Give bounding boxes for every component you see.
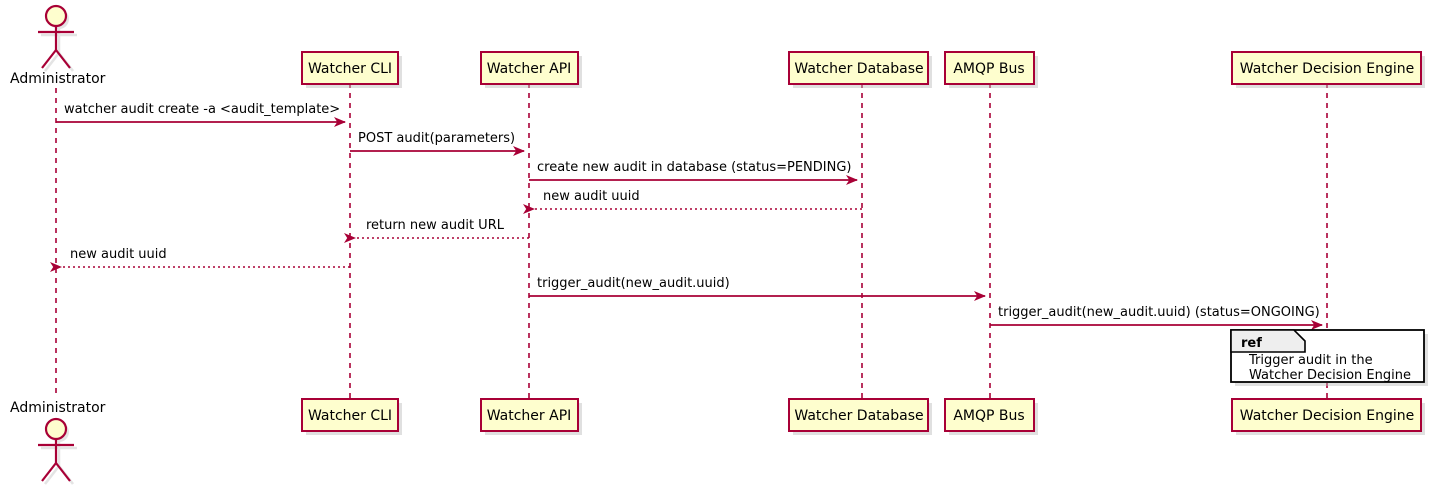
message-8-label: trigger_audit(new_audit.uuid) (status=ON… xyxy=(998,305,1320,320)
message-2-label: POST audit(parameters) xyxy=(358,131,515,146)
message-4-new-audit-uuid[interactable]: new audit uuid xyxy=(523,189,862,214)
ref-fragment[interactable]: ref Trigger audit in the Watcher Decisio… xyxy=(1230,329,1428,386)
actor-head-bottom xyxy=(44,417,68,441)
participant-box-watcher-database-top[interactable]: Watcher Database xyxy=(788,51,932,88)
participant-label-watcher-api-top: Watcher API xyxy=(487,61,572,77)
participant-label-watcher-database-top: Watcher Database xyxy=(794,61,923,77)
ref-tab-pentagon xyxy=(1230,329,1306,353)
actor-leg-left-bottom xyxy=(41,462,57,482)
message-6-new-audit-uuid[interactable]: new audit uuid xyxy=(50,247,350,272)
participant-box-watcher-cli-bottom[interactable]: Watcher CLI xyxy=(301,398,402,435)
participant-label-watcher-decision-engine-top: Watcher Decision Engine xyxy=(1240,61,1414,77)
message-6-label: new audit uuid xyxy=(70,247,167,262)
participant-box-watcher-api-top[interactable]: Watcher API xyxy=(480,51,582,88)
message-3-label: create new audit in database (status=PEN… xyxy=(537,160,852,175)
message-8-trigger-audit-ongoing[interactable]: trigger_audit(new_audit.uuid) (status=ON… xyxy=(990,305,1323,330)
participant-box-watcher-api-bottom[interactable]: Watcher API xyxy=(480,398,582,435)
message-7-trigger-audit[interactable]: trigger_audit(new_audit.uuid) xyxy=(529,276,986,301)
actor-label-administrator-bottom: Administrator xyxy=(10,400,106,416)
actor-label-administrator-top: Administrator xyxy=(10,71,106,87)
participant-label-watcher-api-bottom: Watcher API xyxy=(487,408,572,424)
actor-leg-right-top xyxy=(55,49,71,69)
participant-rect xyxy=(301,51,399,85)
participant-label-watcher-database-bottom: Watcher Database xyxy=(794,408,923,424)
message-1-label: watcher audit create -a <audit_template> xyxy=(64,102,340,117)
participant-box-watcher-decision-engine-top[interactable]: Watcher Decision Engine xyxy=(1231,51,1425,88)
message-5-return-new-audit-url[interactable]: return new audit URL xyxy=(344,218,529,243)
actor-administrator-bottom[interactable]: Administrator xyxy=(10,400,106,485)
participant-label-watcher-cli-top: Watcher CLI xyxy=(308,61,392,77)
participant-box-amqp-bus-bottom[interactable]: AMQP Bus xyxy=(944,398,1038,435)
message-5-label: return new audit URL xyxy=(366,218,505,233)
participant-rect xyxy=(788,51,929,85)
message-4-label: new audit uuid xyxy=(543,189,640,204)
participant-label-amqp-bus-top: AMQP Bus xyxy=(953,61,1024,77)
participant-label-watcher-cli-bottom: Watcher CLI xyxy=(308,408,392,424)
participant-box-watcher-database-bottom[interactable]: Watcher Database xyxy=(788,398,932,435)
participant-rect xyxy=(1231,51,1422,85)
participant-rect xyxy=(480,51,579,85)
participant-rect xyxy=(301,398,399,432)
participant-rect xyxy=(944,398,1035,432)
actor-administrator-top[interactable]: Administrator xyxy=(10,4,106,87)
participant-rect xyxy=(944,51,1035,85)
actor-head-top xyxy=(44,4,68,28)
message-3-create-new-audit[interactable]: create new audit in database (status=PEN… xyxy=(529,160,858,185)
ref-body-line-2: Watcher Decision Engine xyxy=(1249,368,1411,383)
participant-box-watcher-cli-top[interactable]: Watcher CLI xyxy=(301,51,402,88)
participant-box-amqp-bus-top[interactable]: AMQP Bus xyxy=(944,51,1038,88)
participant-label-watcher-decision-engine-bottom: Watcher Decision Engine xyxy=(1240,408,1414,424)
participant-label-amqp-bus-bottom: AMQP Bus xyxy=(953,408,1024,424)
ref-body-line-1: Trigger audit in the xyxy=(1248,353,1373,368)
message-2-post-audit[interactable]: POST audit(parameters) xyxy=(350,131,525,156)
message-7-label: trigger_audit(new_audit.uuid) xyxy=(537,276,730,291)
ref-tab-label: ref xyxy=(1241,336,1262,351)
message-1-watcher-audit-create[interactable]: watcher audit create -a <audit_template> xyxy=(56,102,346,127)
participant-rect xyxy=(788,398,929,432)
actor-leg-left-top xyxy=(41,49,57,69)
participant-box-watcher-decision-engine-bottom[interactable]: Watcher Decision Engine xyxy=(1231,398,1425,435)
actor-leg-right-bottom xyxy=(55,462,71,482)
participant-rect xyxy=(480,398,579,432)
participant-rect xyxy=(1231,398,1422,432)
